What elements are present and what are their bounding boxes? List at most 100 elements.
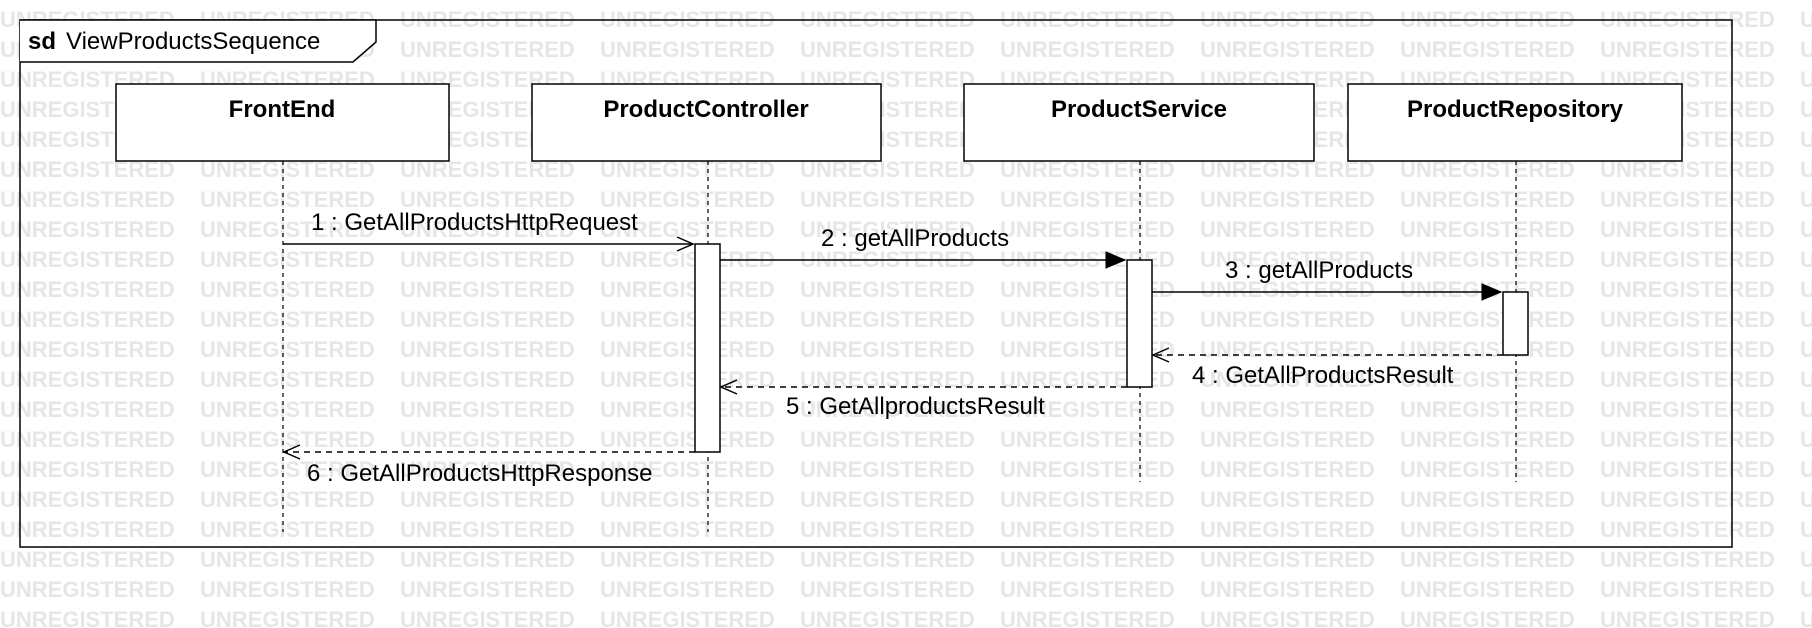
watermark-text: UNREGISTERED xyxy=(1800,157,1812,182)
lifeline-label: ProductRepository xyxy=(1407,96,1624,123)
watermark-text: UNREGISTERED xyxy=(600,367,775,392)
watermark-text: UNREGISTERED xyxy=(200,337,375,362)
lifeline-controller: ProductController xyxy=(531,83,882,532)
watermark-text: UNREGISTERED xyxy=(1000,457,1175,482)
watermark-text: UNREGISTERED xyxy=(0,427,175,452)
watermark-text: UNREGISTERED xyxy=(1800,457,1812,482)
watermark-text: UNREGISTERED xyxy=(0,397,175,422)
watermark-text: UNREGISTERED xyxy=(1600,37,1775,62)
watermark-text: UNREGISTERED xyxy=(1200,517,1375,542)
watermark-text: UNREGISTERED xyxy=(1400,277,1575,302)
watermark-text: UNREGISTERED xyxy=(600,187,775,212)
watermark-text: UNREGISTERED xyxy=(800,337,975,362)
frame-tag: sd ViewProductsSequence xyxy=(28,28,320,55)
watermark-text: UNREGISTERED xyxy=(1200,427,1375,452)
watermark-text: UNREGISTERED xyxy=(1800,127,1812,152)
watermark-text: UNREGISTERED xyxy=(1800,547,1812,572)
watermark-text: UNREGISTERED xyxy=(1200,577,1375,602)
watermark-text: UNREGISTERED xyxy=(600,547,775,572)
watermark-text: UNREGISTERED xyxy=(200,547,375,572)
watermark-text: UNREGISTERED xyxy=(800,547,975,572)
message-label: 3 : getAllProducts xyxy=(1225,257,1413,284)
watermark-text: UNREGISTERED xyxy=(400,367,575,392)
watermark-text: UNREGISTERED xyxy=(800,367,975,392)
watermark-text: UNREGISTERED xyxy=(400,457,575,482)
watermark-text: UNREGISTERED xyxy=(1200,277,1375,302)
message-label: 2 : getAllProducts xyxy=(821,225,1009,252)
watermark-text: UNREGISTERED xyxy=(400,247,575,272)
watermark-text: UNREGISTERED xyxy=(1200,187,1375,212)
watermark-text: UNREGISTERED xyxy=(200,247,375,272)
watermark-text: UNREGISTERED xyxy=(1600,457,1775,482)
watermark-text: UNREGISTERED xyxy=(1600,217,1775,242)
watermark-text: UNREGISTERED xyxy=(800,307,975,332)
watermark-text: UNREGISTERED xyxy=(1800,307,1812,332)
watermark-text: UNREGISTERED xyxy=(1400,427,1575,452)
watermark-text: UNREGISTERED xyxy=(1400,247,1575,272)
frame-name: ViewProductsSequence xyxy=(66,28,320,55)
watermark-text: UNREGISTERED xyxy=(1400,367,1575,392)
watermark-text: UNREGISTERED xyxy=(1800,577,1812,602)
watermark-text: UNREGISTERED xyxy=(200,367,375,392)
watermark-text: UNREGISTERED xyxy=(400,277,575,302)
watermark-text: UNREGISTERED xyxy=(800,427,975,452)
watermark-text: UNREGISTERED xyxy=(1800,487,1812,512)
message-label: 4 : GetAllProductsResult xyxy=(1192,362,1454,389)
watermark-text: UNREGISTERED xyxy=(1800,187,1812,212)
watermark-text: UNREGISTERED xyxy=(1200,367,1375,392)
watermark-text: UNREGISTERED xyxy=(1000,547,1175,572)
watermark-text: UNREGISTERED xyxy=(1400,607,1575,628)
watermark-text: UNREGISTERED xyxy=(1400,187,1575,212)
watermark-text: UNREGISTERED xyxy=(0,187,175,212)
frame: sd ViewProductsSequence xyxy=(19,19,1733,548)
watermark-text: UNREGISTERED xyxy=(1800,277,1812,302)
watermark-text: UNREGISTERED xyxy=(200,277,375,302)
watermark-text: UNREGISTERED xyxy=(400,607,575,628)
watermark-text: UNREGISTERED xyxy=(800,607,975,628)
watermark-text: UNREGISTERED xyxy=(800,577,975,602)
watermark-text: UNREGISTERED xyxy=(200,457,375,482)
frame-keyword: sd xyxy=(28,28,56,55)
watermark-text: UNREGISTERED xyxy=(1800,337,1812,362)
watermark-text: UNREGISTERED xyxy=(1400,547,1575,572)
watermark-text: UNREGISTERED xyxy=(1000,577,1175,602)
watermark-text: UNREGISTERED xyxy=(1800,97,1812,122)
watermark-text: UNREGISTERED xyxy=(600,337,775,362)
message-6: 6 : GetAllProductsHttpResponse xyxy=(282,444,695,487)
watermark-text: UNREGISTERED xyxy=(600,517,775,542)
watermark-text: UNREGISTERED xyxy=(0,577,175,602)
message-label: 6 : GetAllProductsHttpResponse xyxy=(307,460,653,487)
watermark-text: UNREGISTERED xyxy=(200,517,375,542)
watermark-text: UNREGISTERED xyxy=(0,487,175,512)
watermark-text: UNREGISTERED xyxy=(400,217,575,242)
watermark-text: UNREGISTERED xyxy=(0,307,175,332)
lifeline-service: ProductService xyxy=(963,83,1315,482)
watermark-text: UNREGISTERED xyxy=(1000,607,1175,628)
watermark-text: UNREGISTERED xyxy=(1000,397,1175,422)
watermark-text: UNREGISTERED xyxy=(1000,187,1175,212)
watermark-text: UNREGISTERED xyxy=(1200,337,1375,362)
watermark-text: UNREGISTERED xyxy=(1600,307,1775,332)
watermark-text: UNREGISTERED xyxy=(1200,487,1375,512)
message-label: 5 : GetAllproductsResult xyxy=(786,393,1045,420)
watermark-text: UNREGISTERED xyxy=(400,577,575,602)
watermark-text: UNREGISTERED xyxy=(1000,487,1175,512)
watermark-text: UNREGISTERED xyxy=(600,37,775,62)
watermark-text: UNREGISTERED xyxy=(400,307,575,332)
watermark-text: UNREGISTERED xyxy=(1000,427,1175,452)
lifeline-box xyxy=(1347,83,1683,162)
watermark-text: UNREGISTERED xyxy=(1400,517,1575,542)
lifeline-frontend: FrontEnd xyxy=(115,83,450,532)
watermark-text: UNREGISTERED xyxy=(0,517,175,542)
message-label: 1 : GetAllProductsHttpRequest xyxy=(311,209,638,236)
watermark-text: UNREGISTERED xyxy=(200,307,375,332)
watermark-text: UNREGISTERED xyxy=(1400,487,1575,512)
watermark-text: UNREGISTERED xyxy=(1800,7,1812,32)
watermark-text: UNREGISTERED xyxy=(200,487,375,512)
frame-tag-box xyxy=(20,19,377,63)
watermark-text: UNREGISTERED xyxy=(0,547,175,572)
message-5: 5 : GetAllproductsResult xyxy=(719,379,1127,420)
watermark-text: UNREGISTERED xyxy=(0,277,175,302)
watermark-text: UNREGISTERED xyxy=(800,277,975,302)
